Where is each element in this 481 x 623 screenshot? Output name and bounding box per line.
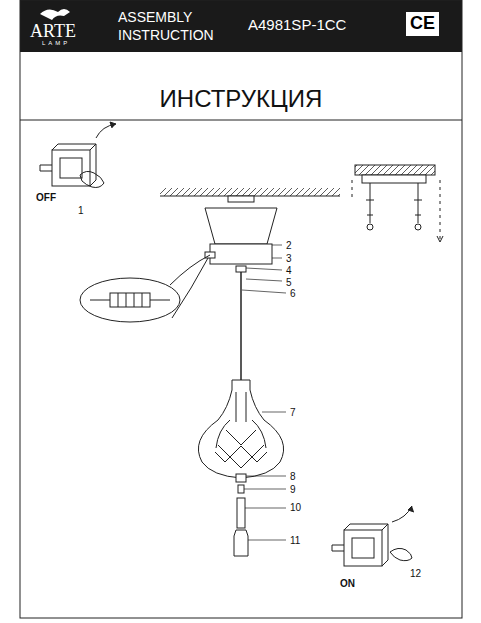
callout-number: 1: [78, 205, 84, 216]
callout-number: 9: [290, 484, 296, 495]
callout-number: 2: [286, 240, 292, 251]
callout-number: 12: [410, 568, 421, 579]
callout-number: 11: [290, 535, 300, 546]
page-title: ИНСТРУКЦИЯ: [20, 86, 462, 112]
callout-number: 3: [286, 253, 292, 264]
switch-state: ON: [340, 578, 355, 589]
ce-mark: CE: [406, 12, 439, 36]
callout-number: 5: [286, 277, 292, 288]
callout-number: 10: [290, 502, 301, 513]
callout-number: 8: [290, 471, 296, 482]
doc-type: ASSEMBLY INSTRUCTION: [118, 8, 228, 44]
callout-number: 6: [290, 288, 296, 299]
brand-name: ARTE: [30, 22, 76, 42]
callout-number: 7: [290, 407, 296, 418]
switch-state: OFF: [36, 192, 56, 203]
model-number: A4981SP-1CC: [248, 17, 346, 34]
brand-sub: LAMP: [42, 40, 70, 47]
callout-number: 4: [286, 265, 292, 276]
